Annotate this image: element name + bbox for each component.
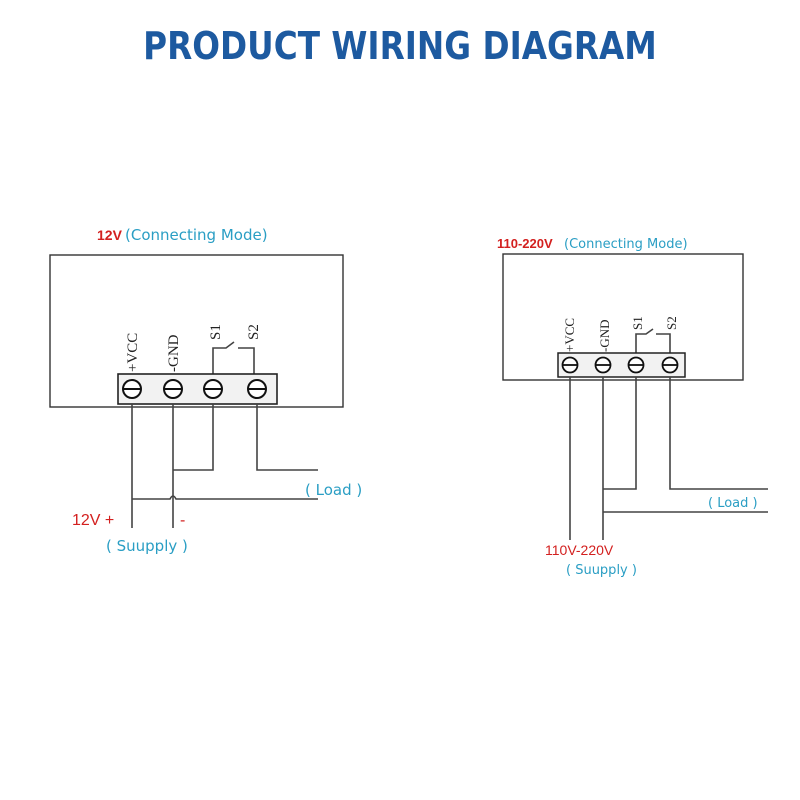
right-mode-voltage: 110-220V <box>497 236 553 251</box>
right-diagram: 110-220V (Connecting Mode) +VCC -GND S1 … <box>497 236 768 578</box>
left-switch-link <box>212 341 255 374</box>
right-switch-link <box>635 328 671 354</box>
left-diagram: 12V (Connecting Mode) +VCC -GND S1 S2 <box>49 226 362 555</box>
page-title: PRODUCT WIRING DIAGRAM <box>143 24 657 68</box>
left-device-box <box>49 254 344 408</box>
right-terminal-gnd: -GND <box>597 320 612 353</box>
left-mode-voltage: 12V <box>97 227 123 243</box>
left-terminal-vcc: +VCC <box>125 333 141 372</box>
right-terminal-vcc: +VCC <box>562 318 577 352</box>
left-supply-minus: - <box>180 512 185 529</box>
right-screw-terminals <box>561 356 679 374</box>
right-wires <box>569 377 768 540</box>
right-supply-label: ( Suupply ) <box>566 563 637 578</box>
left-mode-label: (Connecting Mode) <box>125 226 268 244</box>
right-terminal-s2: S2 <box>664 316 679 330</box>
left-terminal-s2: S2 <box>246 324 262 340</box>
left-supply-label: ( Suupply ) <box>106 537 188 555</box>
left-terminal-s1: S1 <box>208 324 224 340</box>
left-supply-voltage: 12V + <box>72 512 114 529</box>
left-wires <box>131 404 318 528</box>
right-supply-voltage: 110V-220V <box>545 542 614 558</box>
left-load-label: ( Load ) <box>305 481 362 499</box>
right-terminal-s1: S1 <box>630 316 645 330</box>
left-terminal-gnd: -GND <box>166 334 182 372</box>
right-load-label: ( Load ) <box>708 496 758 511</box>
left-screw-terminals <box>122 379 267 399</box>
right-device-box <box>502 253 744 381</box>
right-mode-label: (Connecting Mode) <box>564 237 688 252</box>
